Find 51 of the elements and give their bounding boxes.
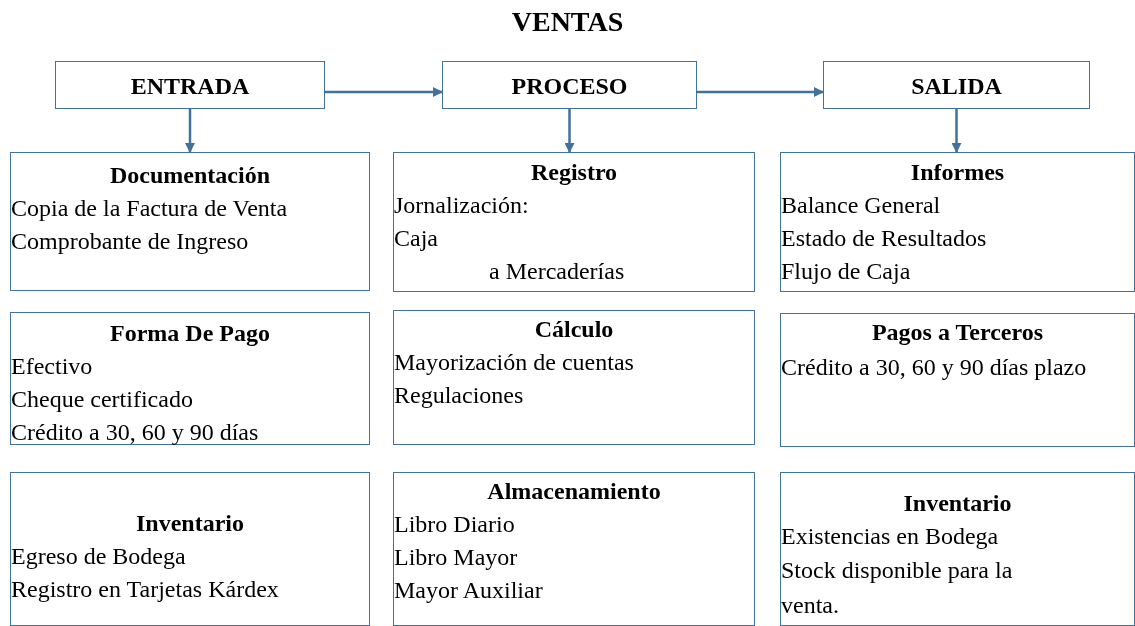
box-item: Caja <box>394 224 439 253</box>
box-item: a Mercaderías <box>488 257 626 286</box>
box-heading: Registro <box>529 158 619 187</box>
box-item: Libro Diario <box>394 510 516 539</box>
content-box <box>10 472 370 626</box>
box-heading: Documentación <box>109 161 271 190</box>
content-box <box>10 152 370 291</box>
box-item: Existencias en Bodega <box>781 522 1000 551</box>
box-item: Flujo de Caja <box>781 257 912 286</box>
arrow <box>697 87 824 97</box>
box-item: Comprobante de Ingreso <box>11 227 250 256</box>
arrow <box>185 109 195 153</box>
stage-box <box>442 61 697 109</box>
arrow <box>564 109 575 153</box>
box-item: Stock disponible para la venta. <box>781 556 1014 620</box>
arrow <box>325 87 443 97</box>
box-item: Crédito a 30, 60 y 90 días plazo <box>781 353 1088 382</box>
arrow <box>951 109 962 153</box>
box-item: Jornalización: <box>394 191 530 220</box>
box-heading: Forma De Pago <box>109 319 271 348</box>
box-heading: Inventario <box>135 509 245 538</box>
content-box <box>780 152 1135 292</box>
box-item: Libro Mayor <box>394 543 519 572</box>
box-heading: Informes <box>909 158 1006 187</box>
box-item: Crédito a 30, 60 y 90 días <box>11 418 260 447</box>
box-item: Efectivo <box>11 352 94 381</box>
stage-box <box>823 61 1090 109</box>
box-heading: Almacenamiento <box>486 477 662 506</box>
box-item: Egreso de Bodega <box>11 542 187 571</box>
content-box <box>393 472 755 626</box>
box-item: Registro en Tarjetas Kárdex <box>11 575 280 604</box>
box-heading: Inventario <box>902 489 1013 518</box>
box-item: Balance General <box>781 191 942 220</box>
content-box <box>10 312 370 445</box>
content-box <box>393 152 755 292</box>
box-item: Regulaciones <box>394 381 525 410</box>
box-item: Cheque certificado <box>11 385 194 414</box>
content-box <box>393 310 755 445</box>
box-heading: Pagos a Terceros <box>870 318 1045 347</box>
box-item: Estado de Resultados <box>781 224 988 253</box>
diagram-title: VENTAS <box>510 6 625 38</box>
content-box <box>780 313 1135 447</box>
box-item: Mayorización de cuentas <box>394 348 635 377</box>
box-heading: ENTRADA <box>129 72 251 101</box>
box-item: Mayor Auxiliar <box>394 576 544 605</box>
box-item: Copia de la Factura de Venta <box>11 194 289 223</box>
content-box <box>780 472 1135 626</box>
stage-box <box>55 61 325 109</box>
box-heading: SALIDA <box>910 72 1003 101</box>
box-heading: Cálculo <box>533 315 615 344</box>
box-heading: PROCESO <box>510 72 629 101</box>
